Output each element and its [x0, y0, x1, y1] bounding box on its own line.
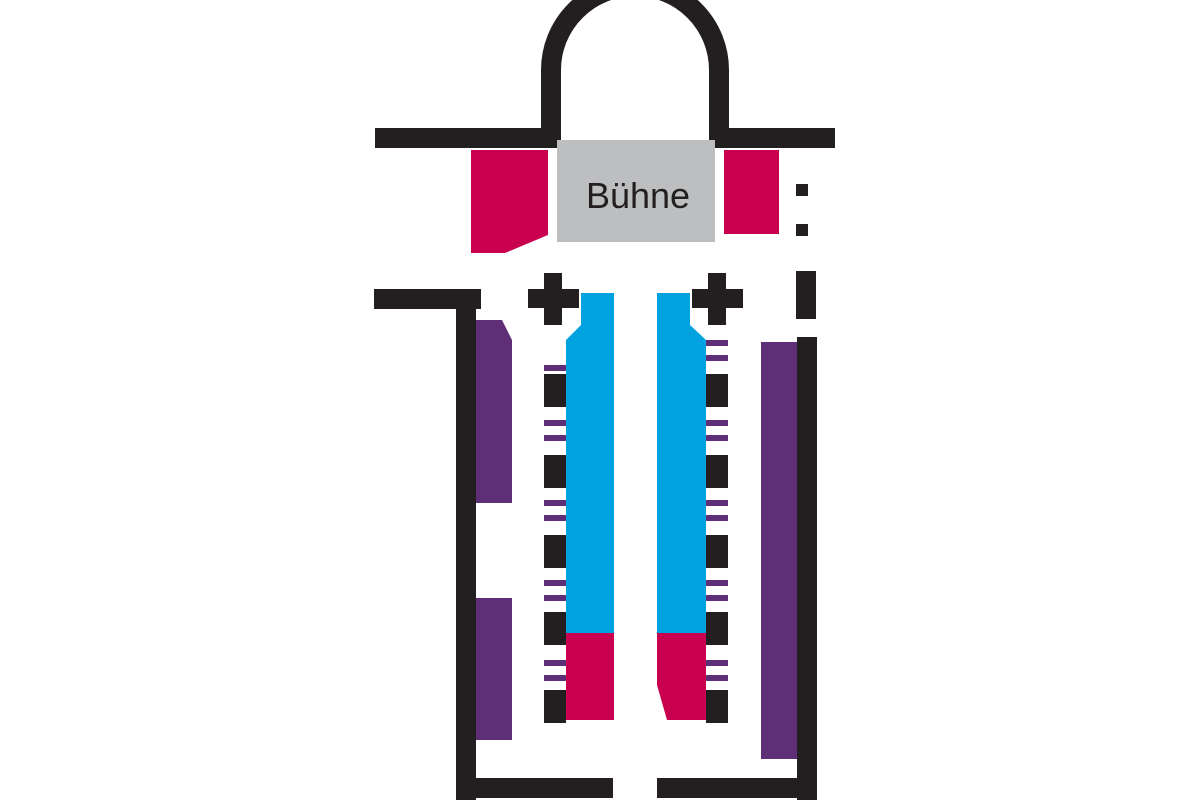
pew-stripe	[544, 675, 566, 681]
pew-stripe	[706, 340, 728, 346]
pew-stripe	[544, 500, 566, 506]
door-marker-bar	[796, 271, 816, 319]
pew-stripe	[706, 595, 728, 601]
pew-block	[706, 455, 728, 488]
magenta-block-stage-right	[724, 150, 779, 234]
column-cross-left	[528, 273, 579, 325]
pew-stripe	[706, 675, 728, 681]
stage-area	[557, 140, 715, 242]
magenta-block-aisle-right	[657, 633, 706, 720]
column-cross-right	[692, 273, 743, 325]
pew-stripe	[706, 515, 728, 521]
pew-block	[706, 612, 728, 645]
hall-wall-right	[797, 337, 817, 800]
pew-block	[706, 374, 728, 407]
stage-label: Bühne	[586, 175, 690, 216]
purple-area-left-upper	[476, 320, 512, 503]
pew-stripe	[544, 420, 566, 426]
pew-stripe	[706, 580, 728, 586]
purple-area-right	[761, 342, 797, 759]
door-marker-top	[796, 184, 808, 196]
pew-block	[544, 455, 566, 488]
pew-block	[706, 535, 728, 568]
pew-stripe	[706, 420, 728, 426]
pew-stripe	[706, 355, 728, 361]
pew-stripe	[706, 500, 728, 506]
door-marker-mid	[796, 224, 808, 236]
pew-block	[544, 612, 566, 645]
pew-stripe	[544, 365, 566, 371]
pew-block	[544, 690, 566, 723]
pew-block	[544, 535, 566, 568]
hall-wall-bottom-left	[456, 778, 613, 798]
magenta-block-stage-left	[471, 150, 548, 253]
magenta-block-aisle-left	[566, 633, 614, 720]
pew-stripe	[544, 580, 566, 586]
pew-stripe	[706, 435, 728, 441]
pew-block	[706, 690, 728, 723]
apse-wall	[541, 0, 729, 140]
cyan-aisle-right	[657, 293, 706, 634]
pew-rows-left	[544, 365, 566, 723]
pew-stripe	[544, 660, 566, 666]
hall-wall-bottom-right	[657, 778, 817, 798]
cyan-aisle-left	[566, 293, 614, 634]
pew-stripe	[544, 515, 566, 521]
pew-rows-right	[706, 340, 728, 723]
pew-stripe	[544, 435, 566, 441]
purple-area-left-lower	[476, 598, 512, 740]
pew-block	[544, 374, 566, 407]
pew-stripe	[706, 660, 728, 666]
upper-wall-left	[375, 128, 560, 148]
pew-stripe	[544, 595, 566, 601]
upper-wall-right	[710, 128, 835, 148]
hall-wall-top-left	[374, 289, 481, 309]
hall-wall-left	[456, 289, 476, 800]
